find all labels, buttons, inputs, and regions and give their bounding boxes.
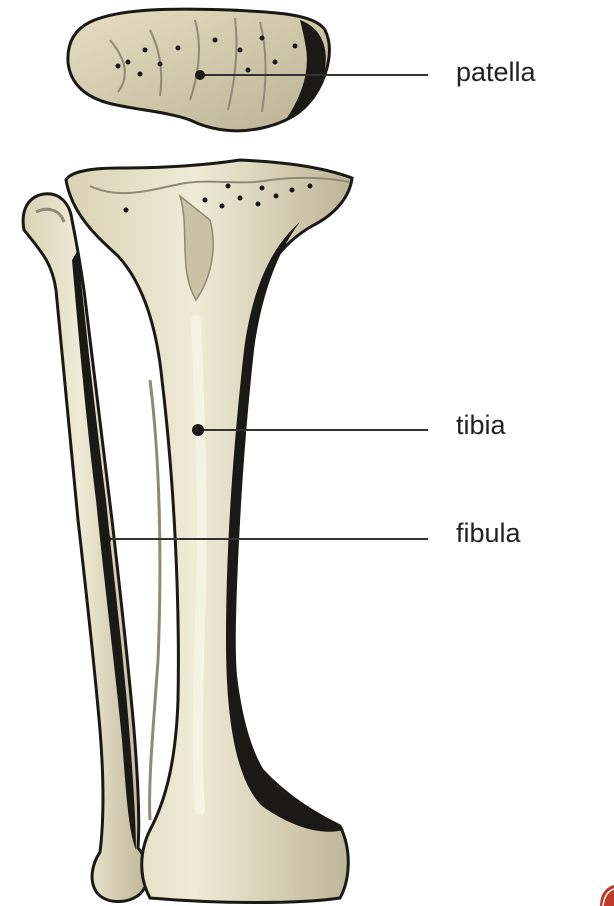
fibula-marker-dot — [101, 534, 111, 544]
patella-label: patella — [456, 59, 536, 86]
patella-marker-dot — [195, 70, 205, 80]
fibula-label: fibula — [456, 520, 521, 547]
tibia-marker-dot — [192, 424, 204, 436]
fibula-bone — [23, 194, 148, 902]
corner-accent-mark — [598, 884, 614, 906]
patella-bone — [68, 9, 330, 131]
tibia-label: tibia — [456, 412, 506, 439]
